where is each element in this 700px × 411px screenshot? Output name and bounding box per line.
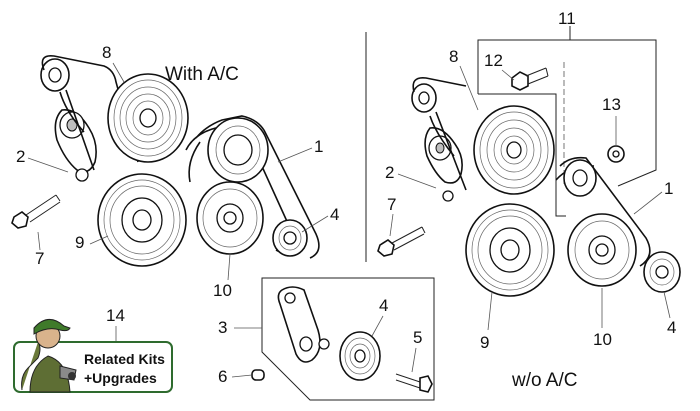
idler-pulley-part-4 bbox=[339, 331, 381, 381]
left-callouts: 8 2 1 4 7 9 10 With A/C bbox=[16, 43, 339, 300]
callout-left-7: 7 bbox=[35, 249, 44, 268]
callout-right-1: 1 bbox=[664, 179, 673, 198]
callout-right-9: 9 bbox=[480, 333, 489, 352]
callout-badge-14: 14 bbox=[106, 306, 125, 325]
crankshaft-pulley-right bbox=[465, 203, 555, 297]
callout-left-8: 8 bbox=[102, 43, 111, 62]
idler-pulley bbox=[272, 219, 308, 257]
callout-left-2: 2 bbox=[16, 147, 25, 166]
callout-right-2: 2 bbox=[385, 163, 394, 182]
tensioner-pulley bbox=[40, 58, 70, 92]
callout-detail-3: 3 bbox=[218, 318, 227, 337]
badge-line-2: +Upgrades bbox=[84, 370, 157, 386]
callout-detail-6: 6 bbox=[218, 367, 227, 386]
tensioner-pulley-right bbox=[411, 83, 437, 113]
callout-right-8: 8 bbox=[449, 47, 458, 66]
ac-compressor-pulley bbox=[107, 73, 189, 163]
mechanic-icon bbox=[21, 319, 77, 393]
right-callouts: 11 8 12 13 2 1 7 9 10 4 w/o A/C bbox=[385, 9, 676, 391]
callout-detail-5: 5 bbox=[413, 328, 422, 347]
idler-pulley-small-right bbox=[563, 159, 597, 197]
alternator-pulley bbox=[207, 117, 269, 183]
callout-left-9: 9 bbox=[75, 233, 84, 252]
idler-pulley-right bbox=[643, 251, 681, 293]
callout-right-12: 12 bbox=[484, 51, 503, 70]
callout-left-1: 1 bbox=[314, 137, 323, 156]
tensioner-assembly bbox=[54, 109, 97, 182]
drive-belt-without-ac bbox=[412, 76, 651, 267]
badge-line-1: Related Kits bbox=[84, 351, 165, 367]
water-pump-pulley bbox=[196, 181, 264, 255]
spacer-part-6 bbox=[251, 369, 265, 381]
callout-left-4: 4 bbox=[330, 205, 339, 224]
tensioner-assembly-right bbox=[424, 127, 463, 202]
bolt-part-7 bbox=[11, 194, 61, 229]
crankshaft-pulley bbox=[97, 173, 187, 267]
caption-without-ac: w/o A/C bbox=[511, 370, 577, 391]
drive-belt-with-ac bbox=[41, 54, 320, 259]
callout-right-11: 11 bbox=[558, 9, 576, 28]
callout-right-4: 4 bbox=[667, 318, 676, 337]
with-ac-assembly bbox=[11, 54, 320, 267]
bolt-part-5 bbox=[395, 373, 433, 393]
callout-left-10: 10 bbox=[213, 281, 232, 300]
bolt-part-12 bbox=[511, 67, 549, 91]
related-kits-badge[interactable]: 14 Related Kits +Upgrades bbox=[13, 306, 173, 393]
caption-with-ac: With A/C bbox=[165, 64, 239, 85]
bolt-part-7-right bbox=[377, 226, 426, 257]
bracket-11 bbox=[477, 39, 657, 187]
water-pump-pulley-right bbox=[567, 213, 637, 287]
callout-detail-4: 4 bbox=[379, 296, 388, 315]
callout-right-13: 13 bbox=[602, 95, 621, 114]
upper-pulley-right bbox=[473, 105, 555, 195]
callout-right-7: 7 bbox=[387, 195, 396, 214]
badge-text-panel bbox=[78, 346, 168, 388]
without-ac-assembly bbox=[377, 26, 681, 297]
callout-right-10: 10 bbox=[593, 330, 612, 349]
idler-bracket-part-3 bbox=[277, 286, 330, 363]
washer-part-13 bbox=[607, 145, 625, 163]
detail-box: 3 4 5 6 bbox=[218, 277, 435, 401]
